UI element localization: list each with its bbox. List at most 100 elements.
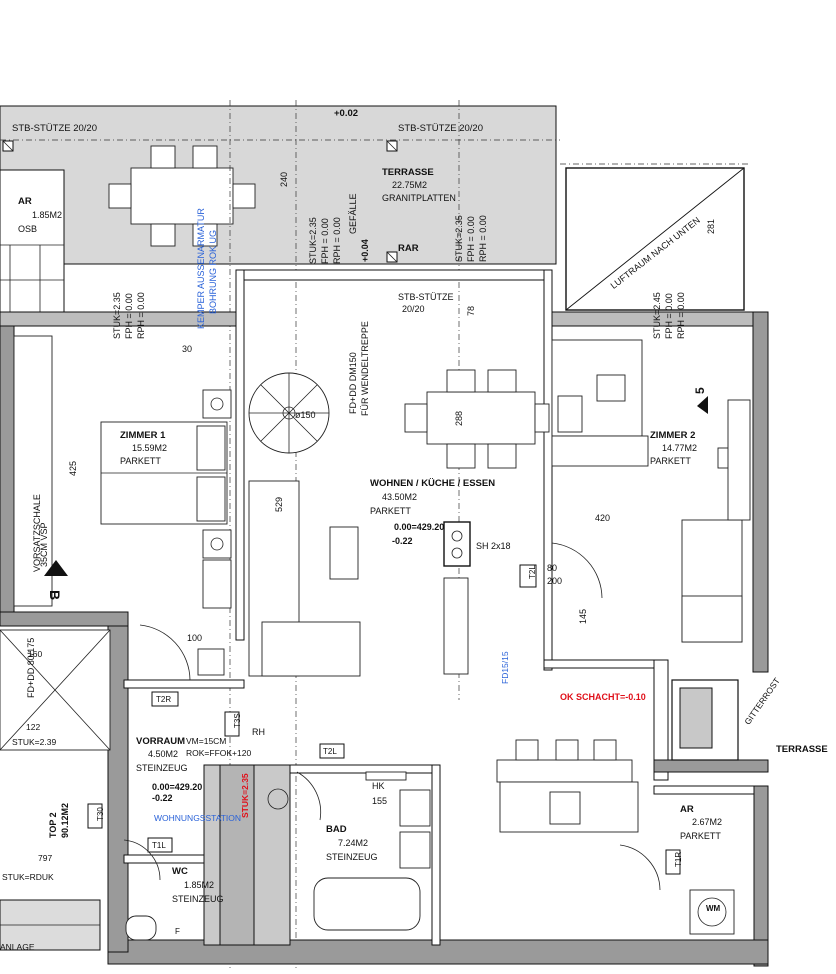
label-terrasse: TERRASSE [382, 167, 434, 178]
label-gitterrost: GITTERROST [742, 676, 782, 727]
svg-text:T2L: T2L [323, 747, 337, 756]
label-wohnen-level2: -0.22 [392, 536, 413, 546]
label-fd-dd: FD+DD DM150 [348, 352, 358, 414]
label-dim-145: 145 [578, 609, 588, 624]
label-vorsatzschale: VORSATZSCHALE [32, 494, 42, 572]
label-dim-122: 122 [26, 722, 40, 732]
label-stuk-rduk: STUK=RDUK [2, 872, 54, 882]
svg-text:T1L: T1L [152, 841, 166, 850]
label-top2: TOP 2 [48, 812, 58, 838]
label-wohnen-level: 0.00=429.20 [394, 522, 444, 532]
label-dim-281: 281 [706, 219, 716, 234]
label-rph-b: RPH = 0.00 [136, 292, 146, 339]
label-kemper: KEMPER AUSSENARMATUR [196, 208, 206, 329]
label-vorraum-level: 0.00=429.20 [152, 782, 202, 792]
section-marker-b [44, 560, 68, 576]
label-vorsatz2: 35CM VSP [39, 522, 49, 567]
svg-text:T3S: T3S [233, 713, 242, 728]
door-tags: T2L T2L T2R T3S T1L T1R T30 [87, 564, 683, 875]
label-dim-30: 30 [182, 344, 192, 354]
label-ar-top-floor: OSB [18, 224, 37, 234]
label-bad-area: 7.24M2 [338, 838, 368, 848]
label-vorraum-floor: STEINZEUG [136, 763, 188, 773]
label-terrasse-right: TERRASSE [776, 744, 828, 755]
label-red-vert: STUK=2.35 [240, 773, 250, 818]
svg-text:T2R: T2R [156, 695, 171, 704]
label-stuk-a: STUK=2.35 [308, 217, 318, 264]
label-door-80b: 80 [547, 563, 557, 573]
label-dim-78: 78 [466, 306, 476, 316]
label-rph-c: RPH = 0.00 [478, 215, 488, 262]
label-vorraum-level2: -0.22 [152, 793, 173, 803]
label-wohnen: WOHNEN / KÜCHE / ESSEN [370, 478, 495, 489]
label-top2-area: 90.12M2 [60, 803, 70, 838]
label-level-terr: +0.04 [360, 239, 370, 262]
label-zimmer2-area: 14.77M2 [662, 443, 697, 453]
label-hk-155: 155 [372, 796, 387, 806]
label-wohnungsstation: WOHNUNGSSTATION [154, 813, 241, 823]
label-fd15: FD15/15 [500, 651, 510, 684]
label-vorraum-rok: ROK=FFOK+120 [186, 748, 251, 758]
label-kemper2: BOHRUNG ROK UG [208, 230, 218, 314]
label-rh: RH [252, 727, 265, 737]
label-dim-797: 797 [38, 853, 52, 863]
terrace-left-ar [0, 169, 65, 313]
label-ok-schacht: OK SCHACHT=-0.10 [560, 692, 646, 702]
label-zimmer1-floor: PARKETT [120, 456, 161, 466]
label-gefaelle: GEFÄLLE [348, 193, 358, 234]
chimney [443, 521, 471, 567]
label-fph-a: FPH = 0.00 [320, 218, 330, 264]
label-dim-160: 160 [28, 649, 42, 659]
label-sh: SH 2x18 [476, 541, 511, 551]
label-stb-mid: STB-STÜTZE 20/20 [398, 123, 483, 134]
label-dim-150: ø150 [295, 410, 316, 420]
label-dim-420: 420 [595, 513, 610, 523]
label-wc: WC [172, 866, 188, 877]
label-ar-bot: AR [680, 804, 694, 815]
label-bad-floor: STEINZEUG [326, 852, 378, 862]
label-stuk-239: STUK=2.39 [12, 737, 56, 747]
svg-text:T30: T30 [96, 807, 105, 821]
label-zimmer2-floor: PARKETT [650, 456, 691, 466]
bathtub [313, 877, 421, 931]
plan-labels: STB-STÜTZE 20/20 STB-STÜTZE 20/20 +0.02 … [0, 108, 828, 952]
label-wc-area: 1.85M2 [184, 880, 214, 890]
label-wm: WM [706, 904, 721, 913]
label-zimmer2: ZIMMER 2 [650, 430, 695, 441]
label-zimmer1: ZIMMER 1 [120, 430, 166, 441]
label-hk: HK [372, 781, 385, 791]
label-stuk-d: STUK=2.45 [652, 292, 662, 339]
label-wohnen-area: 43.50M2 [382, 492, 417, 502]
label-fd-db: FD+DD 80/175 [26, 638, 36, 698]
label-zimmer1-area: 15.59M2 [132, 443, 167, 453]
label-ar-bot-floor: PARKETT [680, 831, 721, 841]
label-terrasse-floor: GRANITPLATTEN [382, 193, 456, 203]
label-rph-d: RPH = 0.00 [676, 292, 686, 339]
label-ar-top: AR [18, 196, 32, 207]
label-fph-d: FPH = 0.00 [664, 293, 674, 339]
label-rar: RAR [398, 243, 419, 254]
label-terrasse-area: 22.75M2 [392, 180, 427, 190]
label-door-100: 100 [187, 633, 202, 643]
label-section-b: B [47, 590, 63, 600]
svg-text:T1R: T1R [674, 852, 683, 867]
label-ar-top-area: 1.85M2 [32, 210, 62, 220]
kitchen-counter [496, 759, 633, 783]
terrace-table [130, 167, 234, 225]
label-dim-240: 240 [279, 172, 289, 187]
label-stb-bottom-b: 20/20 [402, 304, 425, 314]
label-door-200b: 200 [547, 576, 562, 586]
label-vorraum: VORRAUM [136, 736, 185, 747]
label-f: F [175, 927, 180, 936]
label-vorraum-area: 4.50M2 [148, 749, 178, 759]
label-level-top: +0.02 [334, 108, 358, 119]
label-wc-floor: STEINZEUG [172, 894, 224, 904]
label-dim-425: 425 [68, 461, 78, 476]
label-dim-529: 529 [274, 497, 284, 512]
label-anlage: ANLAGE [0, 942, 35, 952]
label-stb-bottom-a: STB-STÜTZE [398, 292, 454, 302]
label-fph-b: FPH = 0.00 [124, 293, 134, 339]
dining-table [426, 391, 536, 445]
label-bad: BAD [326, 824, 347, 835]
label-stuk-b: STUK=2.35 [112, 292, 122, 339]
